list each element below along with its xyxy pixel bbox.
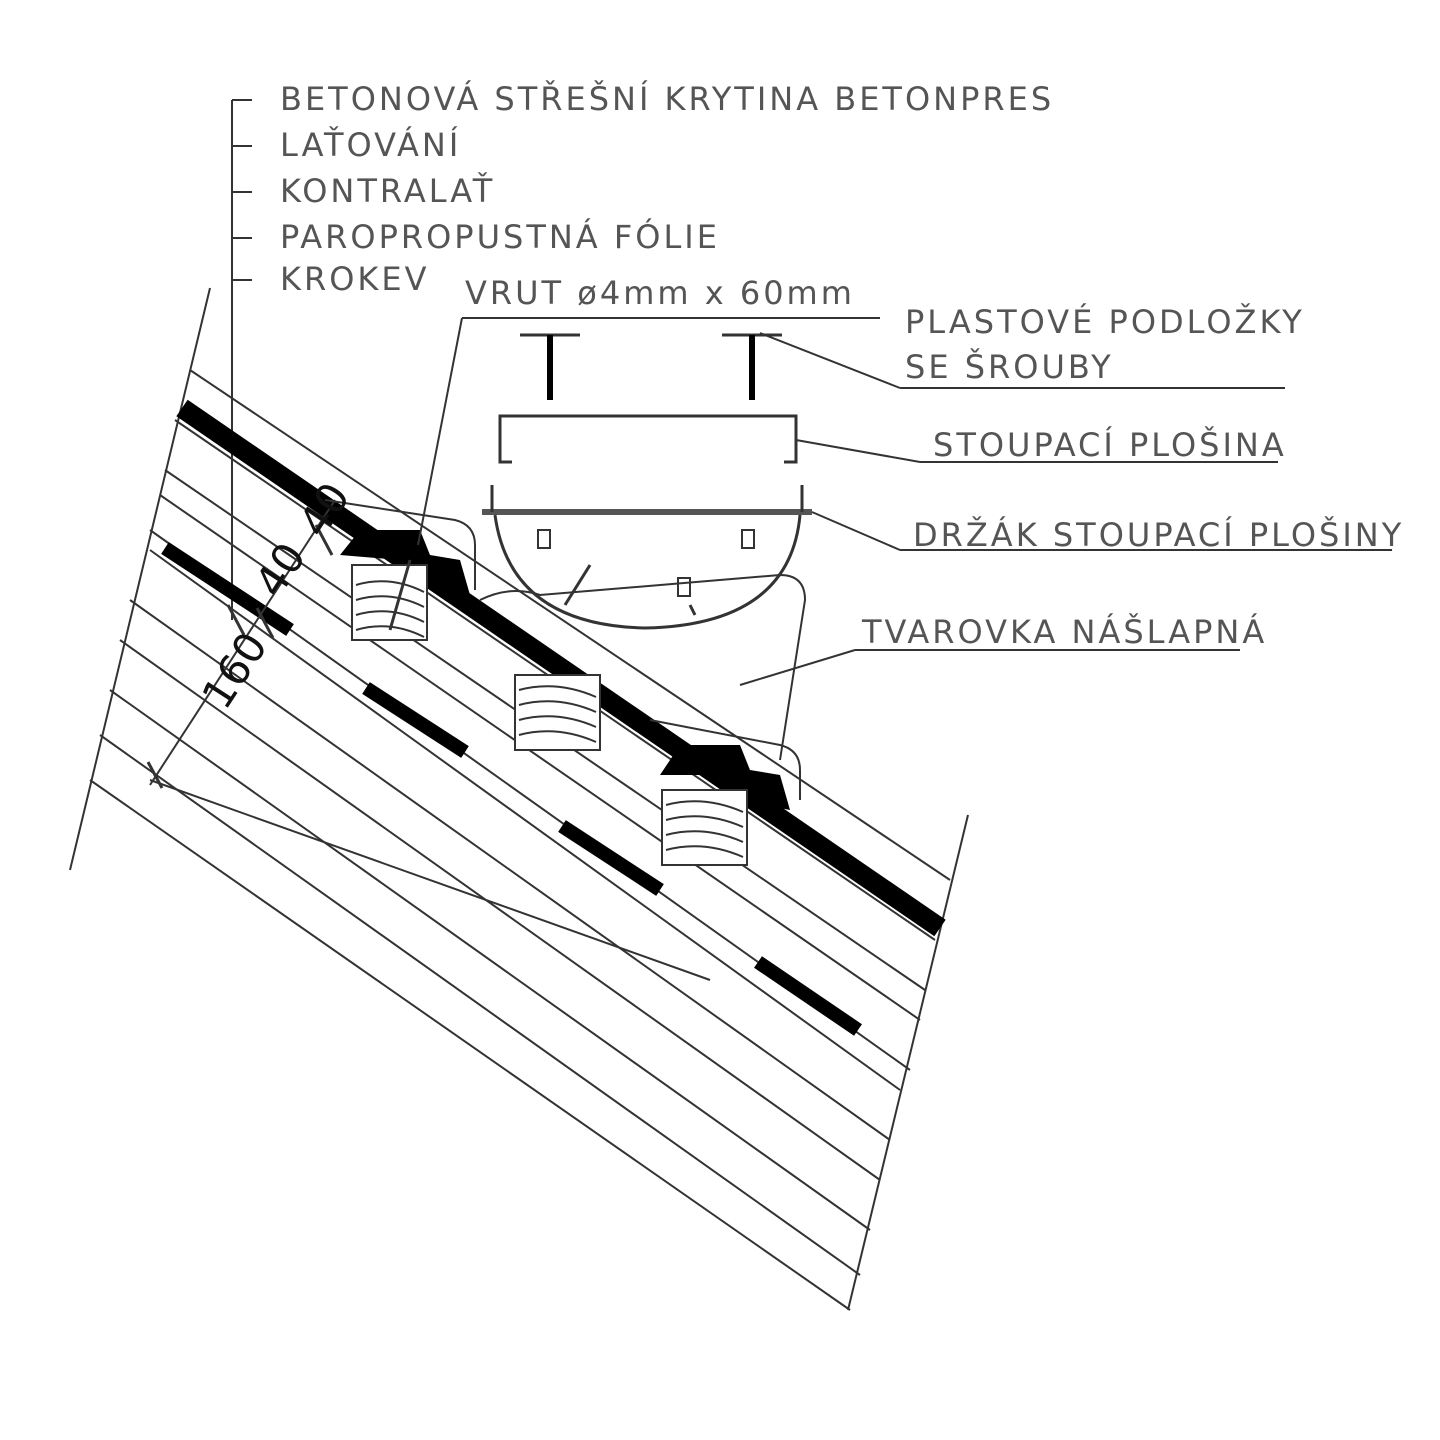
dimension-lines: [146, 499, 336, 789]
layer-label-membrane: PAROPROPUSTNÁ FÓLIE: [280, 217, 720, 256]
layer-leader: [231, 99, 252, 620]
batten-3: [661, 789, 748, 866]
screw-label: VRUT ø4mm x 60mm: [465, 274, 855, 312]
platform-label: STOUPACÍ PLOŠINA: [933, 425, 1287, 464]
washers-label-line2: SE ŠROUBY: [905, 347, 1114, 386]
washers-label-line1: PLASTOVÉ PODLOŽKY: [905, 303, 1305, 341]
batten-2: [514, 674, 601, 751]
layer-label-roofing: BETONOVÁ STŘEŠNÍ KRYTINA BETONPRES: [280, 79, 1054, 118]
roof-section: [69, 287, 969, 1311]
dimension-160: 160: [192, 624, 277, 718]
callout-leaders: [417, 317, 1392, 686]
layer-label-rafter: KROKEV: [280, 260, 430, 298]
layer-label-battens: LAŤOVÁNÍ: [280, 126, 461, 164]
holder-label: DRŽÁK STOUPACÍ PLOŠINY: [913, 515, 1404, 554]
layer-label-counter-battens: KONTRALAŤ: [280, 172, 495, 210]
tile-label: TVAROVKA NÁŠLAPNÁ: [861, 612, 1267, 651]
platform-assembly: [388, 333, 812, 761]
